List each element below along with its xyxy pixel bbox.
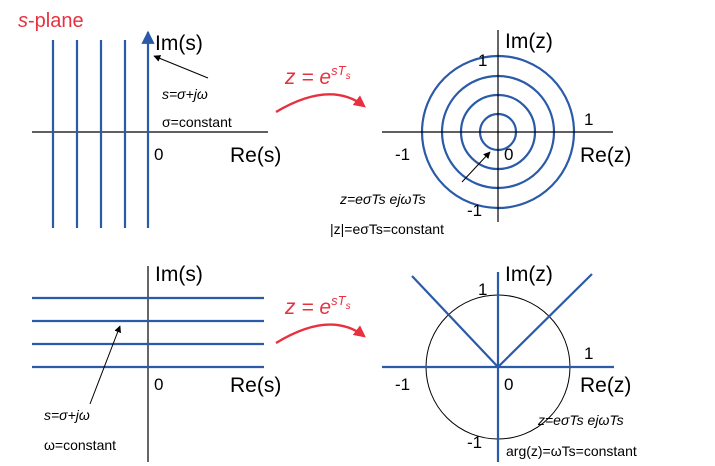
bottom-z-equation: z=eσTs ejωTs — [537, 412, 624, 428]
bottom-z-minus-one-real: -1 — [395, 375, 410, 394]
bottom-s-plane: Im(s) Re(s) 0 s=σ+jω ω=constant — [32, 263, 281, 462]
bottom-z-condition: arg(z)=ωTs=constant — [506, 443, 637, 459]
bottom-z-origin-label: 0 — [504, 375, 513, 394]
top-s-origin-label: 0 — [154, 145, 163, 164]
bottom-omega-condition: ω=constant — [44, 437, 116, 453]
top-z-origin-label: 0 — [504, 145, 513, 164]
bottom-s-pointer-arrow — [89, 325, 122, 405]
bottom-im-s-label: Im(s) — [155, 263, 203, 286]
top-z-pointer-arrow — [461, 151, 491, 183]
top-sigma-condition: σ=constant — [162, 114, 232, 130]
bottom-im-z-label: Im(z) — [505, 263, 553, 286]
bottom-z-plane: Im(z) Re(z) 1 1 -1 -1 0 z=eσTs ejωTs arg… — [382, 263, 637, 462]
top-im-s-label: Im(s) — [155, 32, 203, 55]
top-z-condition: |z|=eσTs=constant — [330, 221, 444, 237]
top-mapping-arrow — [275, 93, 366, 114]
bottom-mapping: z = esTs — [275, 293, 366, 345]
bottom-s-equation: s=σ+jω — [44, 407, 90, 423]
s-plane-title: s-plane — [18, 10, 84, 32]
top-z-minus-one-imag: -1 — [467, 201, 482, 220]
bottom-z-one-real: 1 — [584, 344, 593, 363]
bottom-re-z-label: Re(z) — [580, 374, 631, 397]
top-mapping-formula: z = esTs — [284, 63, 351, 89]
bottom-re-s-label: Re(s) — [230, 374, 281, 397]
top-z-equation: z=eσTs ejωTs — [339, 191, 426, 207]
top-re-s-label: Re(s) — [230, 144, 281, 167]
top-im-z-label: Im(z) — [505, 30, 553, 53]
constant-angle-ray — [497, 273, 593, 368]
bottom-mapping-arrow — [275, 323, 366, 345]
top-s-plane: Im(s) Re(s) 0 s=σ+jω σ=constant — [32, 30, 281, 228]
top-z-minus-one-real: -1 — [395, 145, 410, 164]
top-mapping: z = esTs — [275, 63, 366, 114]
top-re-z-label: Re(z) — [580, 144, 631, 167]
bottom-z-one-imag: 1 — [478, 280, 487, 299]
top-z-one-imag: 1 — [478, 51, 487, 70]
constant-angle-ray — [411, 275, 499, 368]
top-s-equation: s=σ+jω — [162, 86, 208, 102]
top-z-plane: Im(z) Re(z) 1 1 -1 -1 0 z=eσTs ejωTs |z|… — [330, 30, 631, 237]
bottom-mapping-formula: z = esTs — [284, 293, 351, 319]
top-z-one-real: 1 — [584, 110, 593, 129]
bottom-z-minus-one-imag: -1 — [467, 433, 482, 452]
top-s-pointer-arrow — [153, 55, 209, 79]
bottom-s-origin-label: 0 — [154, 375, 163, 394]
